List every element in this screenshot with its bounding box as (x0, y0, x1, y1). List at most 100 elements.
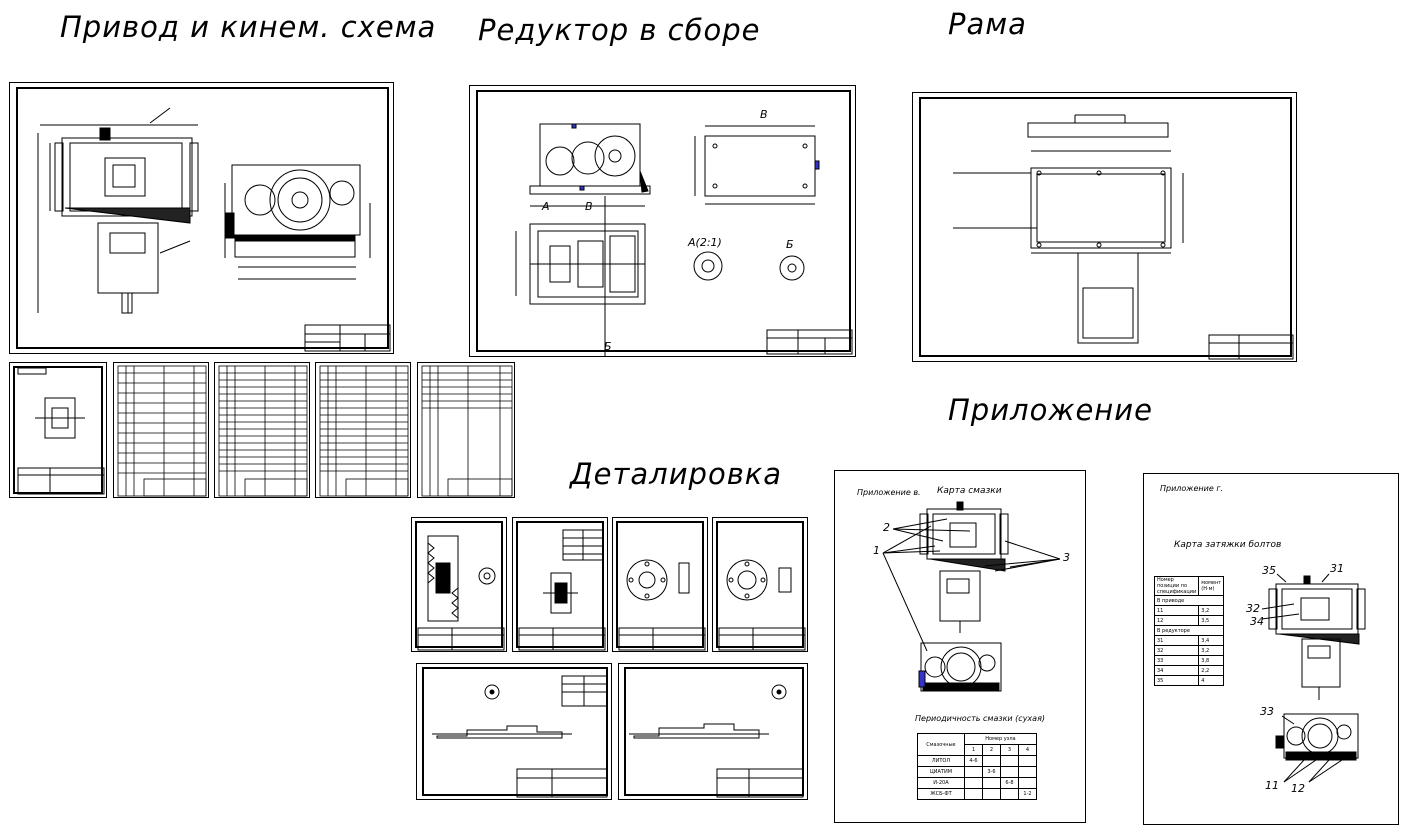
lube-callout-2: 2 (883, 521, 890, 534)
bolt-callout-34: 34 (1250, 615, 1264, 628)
bolt-drawing (1261, 573, 1366, 783)
frame-drawing (953, 114, 1294, 360)
lube-cell (981, 777, 1001, 789)
detail-sheet-shaft-1[interactable] (416, 663, 612, 800)
drawing-sheet-coupling[interactable] (9, 362, 107, 498)
sheet-frame (516, 521, 604, 648)
lube-table: Смазочные Номер узла 1 2 3 4 ЛИТОЛ 4-6 Ц… (917, 733, 1038, 800)
lube-cell (963, 788, 983, 800)
lube-col-header: Смазочные (917, 733, 965, 756)
lube-subheader: 3 (999, 744, 1019, 756)
bolt-callout-12: 12 (1291, 782, 1305, 795)
lube-subheader: 1 (963, 744, 983, 756)
heading-details: Деталировка (570, 457, 783, 491)
lubrication-drawing (882, 501, 1061, 692)
lube-cell (963, 777, 983, 789)
appendix-g-title: Карта затяжки болтов (1174, 540, 1282, 550)
section-label-b: Б (604, 340, 612, 353)
lube-cell: 4-6 (963, 755, 983, 767)
cover-1-drawing (618, 559, 706, 651)
sheet-frame (476, 90, 851, 352)
drawing-sheet-reducer[interactable]: А В В А(2:1) Б Б (469, 85, 856, 357)
lube-callout-1: 1 (873, 544, 880, 557)
lube-col-header: Номер узла (963, 733, 1038, 745)
lube-cell (963, 766, 983, 778)
sheet-frame (422, 667, 608, 796)
lube-cell: 3-6 (981, 766, 1001, 778)
lube-cell (999, 788, 1019, 800)
lube-cell (999, 766, 1019, 778)
heading-drive: Привод и кинем. схема (60, 10, 437, 44)
bolt-table: Номер позиции по спецификации момент (Н·… (1153, 576, 1225, 686)
bolt-cell: 35 (1153, 675, 1200, 686)
section-label-a: А (542, 200, 550, 213)
spec-sheet-4[interactable] (417, 362, 515, 498)
appendix-g-label: Приложение г. (1160, 484, 1224, 493)
lube-cell: И-20А (917, 777, 965, 789)
appendix-v-title: Карта смазки (937, 486, 1002, 496)
detail-sheet-pulley[interactable] (411, 517, 507, 652)
gear-drawing (518, 529, 606, 651)
lube-cell: 6-8 (999, 777, 1019, 789)
sheet-frame (716, 521, 804, 648)
heading-appendix: Приложение (948, 393, 1153, 427)
shaft-2-drawing (629, 684, 804, 798)
heading-reducer: Редуктор в сборе (478, 13, 761, 47)
lube-cell (999, 755, 1019, 767)
spec-sheet-3[interactable] (315, 362, 411, 498)
lube-callout-3: 3 (1063, 551, 1070, 564)
detail-sheet-cover-1[interactable] (612, 517, 708, 652)
shaft-1-drawing (432, 675, 608, 798)
table-row: ЛИТОЛ 4-6 (917, 755, 1038, 767)
table-row: ЦИАТИМ 3-6 (917, 766, 1038, 778)
lube-cell: ЦИАТИМ (917, 766, 965, 778)
spec-table-2 (218, 365, 308, 497)
bolt-callout-35: 35 (1262, 564, 1276, 577)
pulley-drawing (417, 535, 505, 651)
spec-sheet-1[interactable] (113, 362, 209, 498)
appendix-v-label: Приложение в. (857, 488, 921, 497)
reducer-drawing (515, 123, 853, 356)
lube-cell: ЖСБ-ФТ (917, 788, 965, 800)
spec-sheet-2[interactable] (214, 362, 310, 498)
detail-sheet-cover-2[interactable] (712, 517, 808, 652)
detail-label-b: Б (786, 238, 794, 251)
sheet-frame (13, 366, 103, 494)
sheet-frame (919, 97, 1292, 357)
bolt-col-header: Номер позиции по спецификации (1153, 576, 1200, 596)
spec-table-3 (319, 365, 409, 497)
lube-cell (1017, 766, 1038, 778)
lube-cell: 1-2 (1017, 788, 1038, 800)
sheet-frame (415, 521, 503, 648)
table-row: И-20А 6-8 (917, 777, 1038, 789)
heading-frame: Рама (948, 7, 1027, 41)
spec-table-4 (421, 365, 513, 497)
detail-sheet-gear[interactable] (512, 517, 608, 652)
bolt-col-header: момент (Н·м) (1198, 576, 1225, 596)
appendix-g-sheet[interactable]: Приложение г. Карта затяжки болтов Номер… (1143, 473, 1399, 825)
bolt-callout-33: 33 (1260, 705, 1274, 718)
lube-cell (981, 755, 1001, 767)
sheet-frame (16, 87, 389, 349)
sheet-frame (616, 521, 704, 648)
section-label-v: В (585, 200, 593, 213)
drive-drawing (37, 107, 391, 352)
lube-subheader: 4 (1017, 744, 1038, 756)
bolt-callout-11: 11 (1265, 779, 1279, 792)
appendix-v-sheet[interactable]: Приложение в. Карта смазки (834, 470, 1086, 823)
table-row: ЖСБ-ФТ 1-2 (917, 788, 1038, 800)
lube-table-title: Периодичность смазки (сухая) (915, 714, 1045, 723)
section-label-v-top: В (760, 108, 768, 121)
lube-cell (981, 788, 1001, 800)
lube-cell: ЛИТОЛ (917, 755, 965, 767)
drawing-sheet-frame[interactable] (912, 92, 1297, 362)
bolt-callout-31: 31 (1330, 562, 1344, 575)
sheet-frame (624, 667, 804, 796)
cover-2-drawing (718, 559, 806, 651)
lube-subheader: 2 (981, 744, 1001, 756)
bolt-cell: 4 (1198, 675, 1225, 686)
drawing-sheet-drive[interactable] (9, 82, 394, 354)
bolt-callout-32: 32 (1246, 602, 1260, 615)
detail-sheet-shaft-2[interactable] (618, 663, 808, 800)
